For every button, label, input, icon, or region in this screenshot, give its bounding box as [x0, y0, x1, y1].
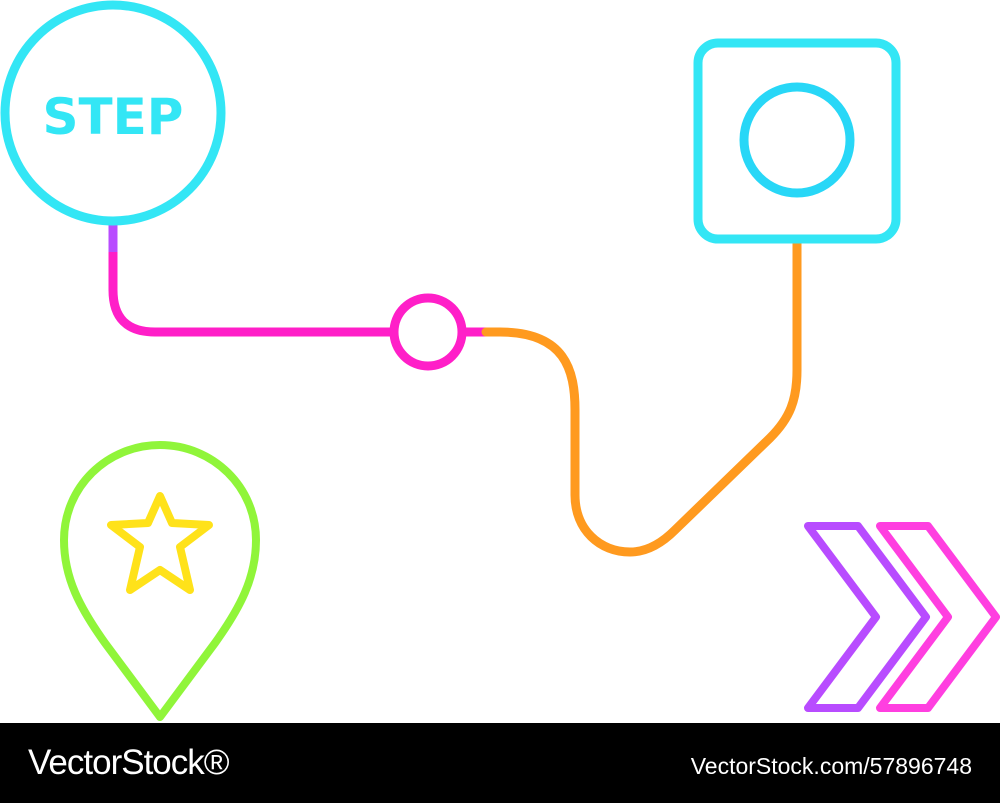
- image-reference: VectorStock.com/57896748: [690, 753, 972, 779]
- star-icon: [107, 492, 213, 594]
- square-with-circle-icon: [693, 38, 901, 244]
- watermark-footer: VectorStock® VectorStock.com/57896748: [0, 723, 1000, 803]
- roadmap-illustration: STEP: [0, 0, 1000, 721]
- inner-circle: [739, 82, 855, 198]
- step-label: STEP: [43, 88, 184, 146]
- map-pin-outline: [60, 441, 260, 721]
- map-pin-icon: [60, 441, 260, 721]
- path-segment-magenta: [108, 245, 397, 337]
- square-outline: [693, 38, 901, 244]
- double-chevron-right-icon: [804, 522, 1000, 712]
- step-circle-outline: [0, 0, 226, 226]
- brand-logo: VectorStock®: [28, 743, 230, 782]
- chevron-front: [876, 522, 1000, 712]
- path-segment-orange: [481, 238, 802, 557]
- step-badge: STEP: [0, 0, 226, 226]
- waypoint-node: [389, 293, 467, 371]
- chevron-back: [804, 522, 930, 712]
